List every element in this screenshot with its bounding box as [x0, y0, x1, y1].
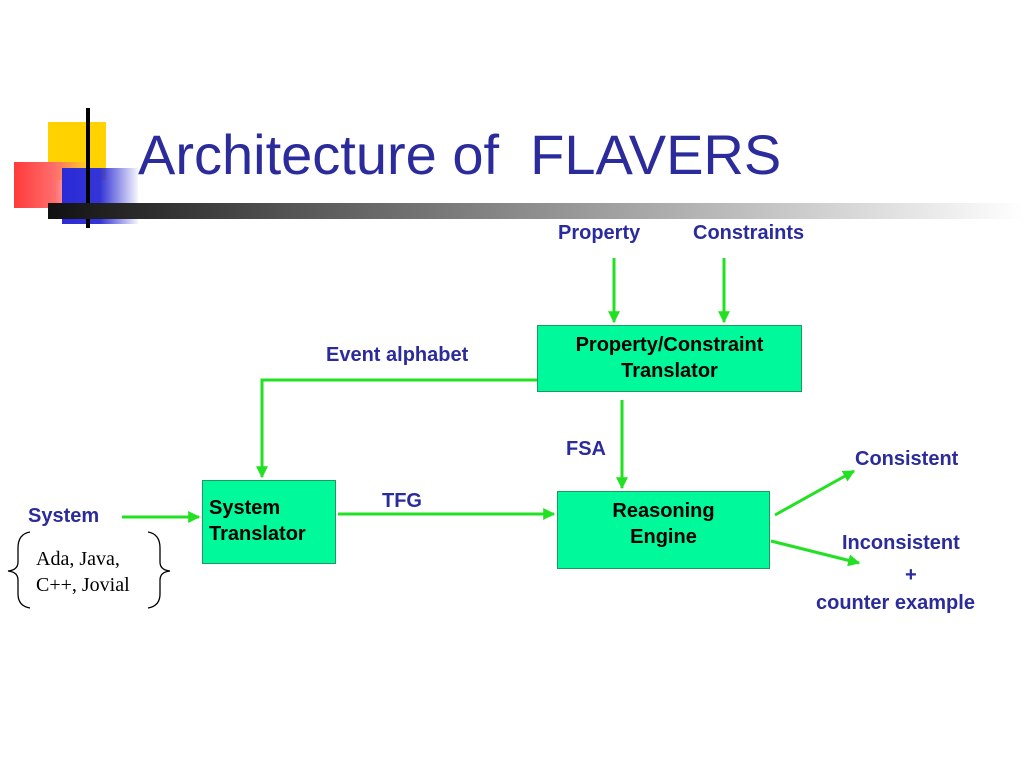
slide-title: Architecture of FLAVERS [138, 123, 782, 186]
left-brace [7, 531, 31, 609]
property-label: Property [558, 222, 641, 244]
box-line: System [209, 497, 281, 519]
arrow-inconsistent [770, 539, 861, 567]
plus-label: + [905, 564, 917, 586]
fsa-label: FSA [566, 438, 606, 460]
inconsistent-label: Inconsistent [842, 532, 960, 554]
event-alphabet-label: Event alphabet [326, 344, 469, 366]
constraints-label: Constraints [693, 222, 805, 244]
languages-list: Ada, Java, C++, Jovial [36, 546, 130, 598]
system-translator-box: System Translator [202, 480, 336, 564]
arrow-event-alphabet [256, 378, 537, 479]
box-line: Engine [630, 526, 697, 548]
logo-vertical-line [86, 108, 90, 228]
consistent-label: Consistent [855, 448, 959, 470]
languages-line: Ada, Java, [36, 548, 120, 570]
tfg-label: TFG [382, 490, 422, 512]
reasoning-engine-box: Reasoning Engine [557, 491, 770, 569]
box-line: Reasoning [612, 500, 715, 522]
arrow-consistent [774, 469, 856, 517]
box-line: Property/Constraint [575, 334, 764, 356]
title-underline-gradient [48, 203, 1024, 219]
right-brace [147, 531, 171, 609]
counter-example-label: counter example [816, 592, 975, 614]
box-line: Translator [621, 360, 718, 382]
property-constraint-translator-box: Property/Constraint Translator [537, 325, 802, 392]
languages-line: C++, Jovial [36, 574, 130, 596]
system-label: System [28, 505, 100, 527]
box-line: Translator [209, 523, 306, 545]
